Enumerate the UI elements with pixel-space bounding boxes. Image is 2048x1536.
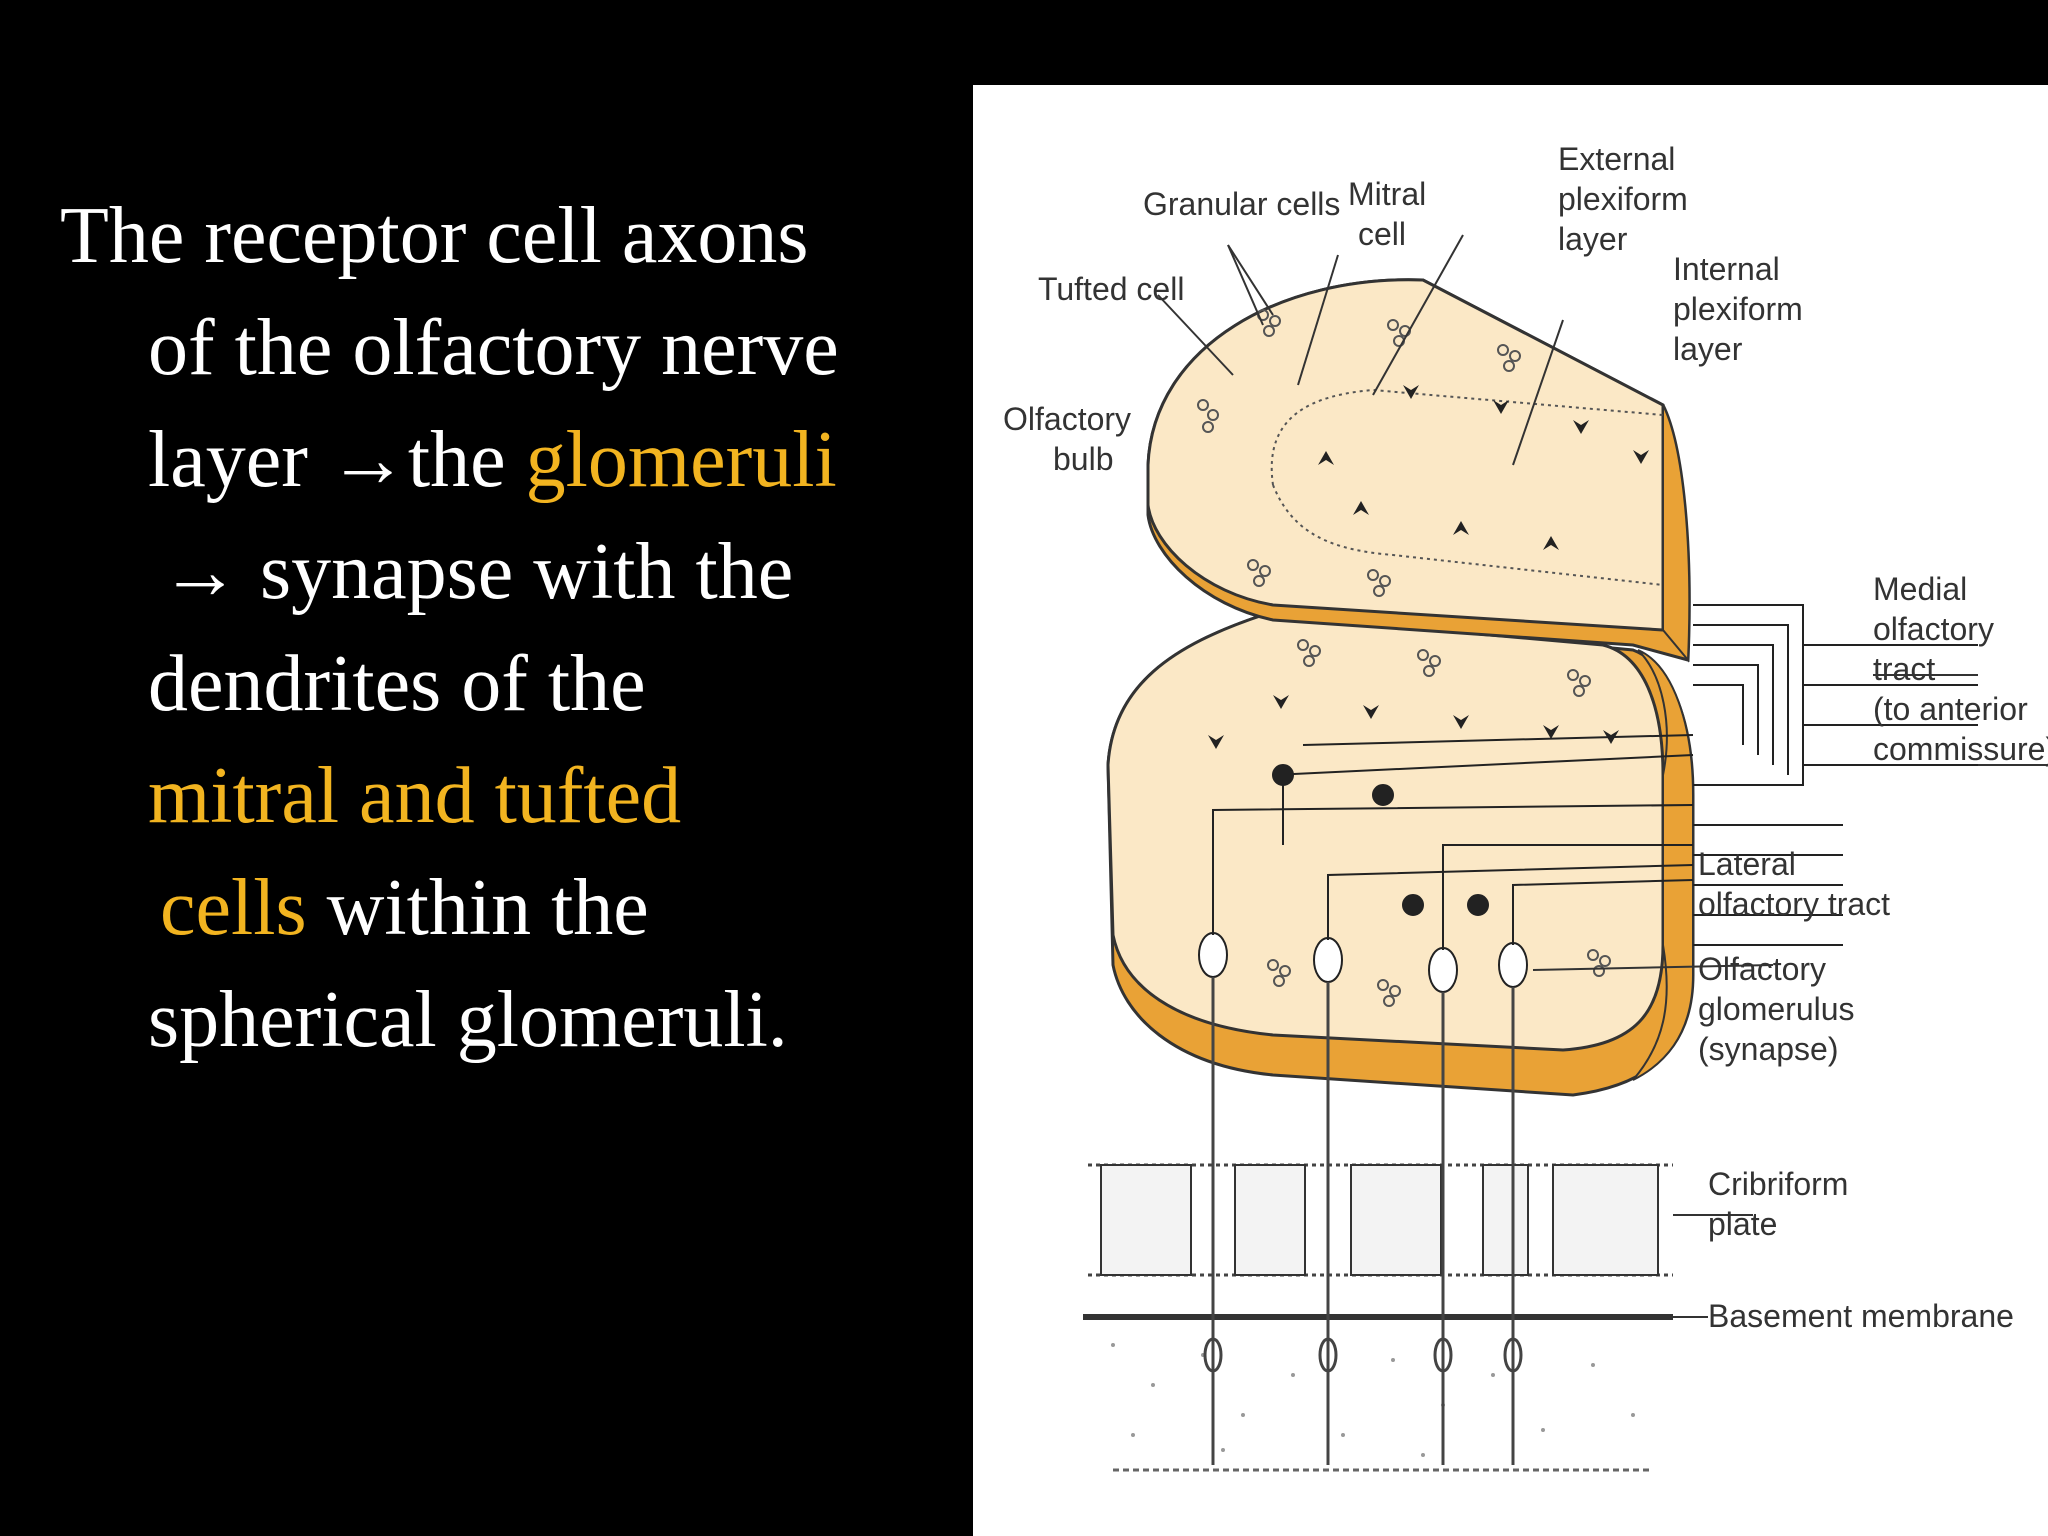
figure-labels: Granular cells Mitral cell External plex… bbox=[1003, 141, 2048, 1334]
leader-lines bbox=[1157, 234, 2048, 1318]
cribriform-plate bbox=[1083, 1163, 1673, 1320]
text-line-5: dendrites of the bbox=[148, 640, 646, 728]
label-internal-2: plexiform bbox=[1673, 291, 1803, 327]
label-basement-membrane: Basement membrane bbox=[1708, 1298, 2014, 1334]
label-medial-4: (to anterior bbox=[1873, 691, 2028, 727]
text-line-6: mitral and tufted bbox=[60, 740, 960, 852]
text-line-2: of the olfactory nerve bbox=[148, 304, 839, 392]
label-lateral-2: olfactory tract bbox=[1698, 886, 1890, 922]
text-line-4: → synapse with the bbox=[160, 528, 794, 616]
mitral-cell-fibers bbox=[1212, 734, 1694, 950]
label-bulb-2: bulb bbox=[1053, 441, 1114, 477]
label-medial-1: Medial bbox=[1873, 571, 1967, 607]
label-bulb-1: Olfactory bbox=[1003, 401, 1131, 437]
slide-text-block: The receptor cell axons of the olfactory… bbox=[60, 180, 960, 1076]
label-glomerulus-2: glomerulus bbox=[1698, 991, 1855, 1027]
olfactory-bulb-figure: Granular cells Mitral cell External plex… bbox=[973, 85, 2048, 1536]
granule-clusters bbox=[1197, 309, 1611, 1007]
label-medial-5: commissure) bbox=[1873, 731, 2048, 767]
label-glomerulus-3: (synapse) bbox=[1698, 1031, 1839, 1067]
label-medial-2: olfactory bbox=[1873, 611, 1994, 647]
olfactory-tract-fibers bbox=[1693, 604, 1978, 946]
label-external-1: External bbox=[1558, 141, 1675, 177]
label-external-2: plexiform bbox=[1558, 181, 1688, 217]
label-internal-1: Internal bbox=[1673, 251, 1780, 287]
label-mitral-2: cell bbox=[1358, 216, 1406, 252]
label-external-3: layer bbox=[1558, 221, 1628, 257]
nasal-epithelium bbox=[1088, 1315, 1663, 1472]
text-line-8: spherical glomeruli. bbox=[148, 976, 788, 1064]
text-line-1: The receptor cell axons bbox=[60, 192, 809, 280]
cell-markers bbox=[1208, 385, 1649, 749]
label-cribriform-2: plate bbox=[1708, 1206, 1777, 1242]
olfactory-bulb-diagram: Granular cells Mitral cell External plex… bbox=[1003, 141, 2048, 1472]
label-glomerulus-1: Olfactory bbox=[1698, 951, 1826, 987]
label-medial-3: tract bbox=[1873, 651, 1935, 687]
highlight-glomeruli: glomeruli bbox=[525, 416, 837, 504]
label-granular-cells: Granular cells bbox=[1143, 186, 1340, 222]
label-lateral-1: Lateral bbox=[1698, 846, 1796, 882]
receptor-axons bbox=[1203, 977, 1523, 1465]
bulb-upper-section bbox=[1146, 278, 1691, 663]
bulb-lower-section bbox=[1106, 613, 1695, 1097]
text-line-7: cells within the bbox=[160, 864, 649, 952]
glomeruli bbox=[1198, 932, 1528, 993]
label-tufted-cell: Tufted cell bbox=[1038, 271, 1184, 307]
label-cribriform-1: Cribriform bbox=[1708, 1166, 1848, 1202]
text-line-3: layer →the glomeruli bbox=[148, 416, 837, 504]
highlight-mitral-tufted: mitral and tufted bbox=[148, 752, 682, 840]
label-mitral-1: Mitral bbox=[1348, 176, 1426, 212]
highlight-cells: cells bbox=[160, 864, 307, 952]
label-internal-3: layer bbox=[1673, 331, 1743, 367]
